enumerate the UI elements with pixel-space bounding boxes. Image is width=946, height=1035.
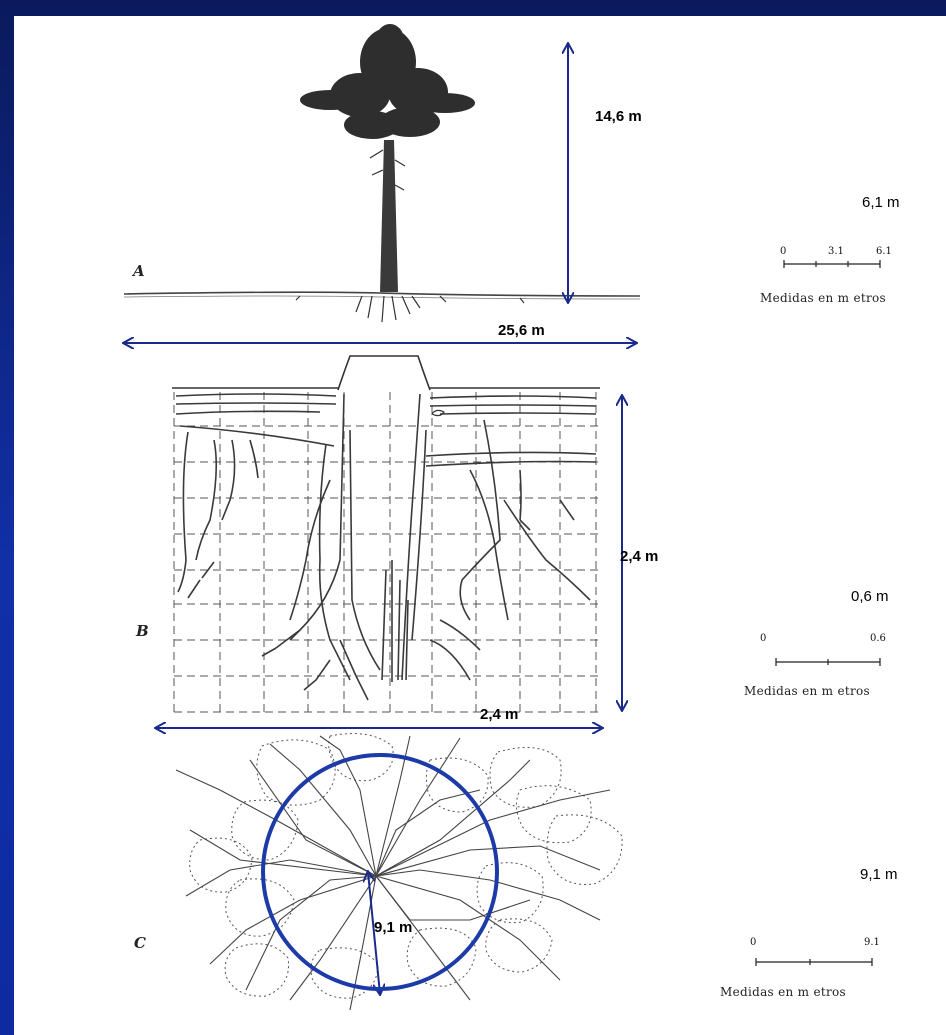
- scale-caption-2: Medidas en m etros: [744, 684, 870, 698]
- root-depth-label: 2,4 m: [620, 548, 658, 565]
- measurement-grid: [174, 392, 600, 712]
- scale-3-tick-1: 9.1: [864, 937, 880, 948]
- scale-1-tick-1: 3.1: [828, 246, 844, 257]
- scale-bar-1: [784, 260, 880, 268]
- scale-bar-2: [776, 658, 880, 666]
- panel-label-c: C: [134, 934, 146, 952]
- scale-1-tick-2: 6.1: [876, 246, 892, 257]
- root-plan-view: [176, 734, 622, 1010]
- scale-value-2: 0,6 m: [851, 588, 889, 605]
- roots: [176, 394, 596, 700]
- scale-value-3: 9,1 m: [860, 866, 898, 883]
- scale-2-tick-0: 0: [760, 633, 766, 644]
- scale-3-tick-0: 0: [750, 937, 756, 948]
- root-spread-label: 25,6 m: [498, 322, 545, 339]
- root-zone-circle: [263, 755, 497, 989]
- root-cross-section: [172, 356, 600, 712]
- scale-value-1: 6,1 m: [862, 194, 900, 211]
- panel-label-b: B: [136, 622, 149, 640]
- dimension-arrows: [124, 44, 636, 994]
- scale-2-tick-1: 0.6: [870, 633, 886, 644]
- panel-label-a: A: [133, 262, 145, 280]
- scale-bar-3: [756, 958, 872, 966]
- root-radius-label: 9,1 m: [374, 919, 412, 936]
- plan-roots: [176, 736, 610, 1010]
- scale-bars: [756, 260, 880, 966]
- scale-caption-1: Medidas en m etros: [760, 291, 886, 305]
- tree-crown: [300, 24, 475, 139]
- tree-height-label: 14,6 m: [595, 108, 642, 125]
- scale-1-tick-0: 0: [780, 246, 786, 257]
- tree-illustration: [124, 24, 640, 322]
- scale-caption-3: Medidas en m etros: [720, 985, 846, 999]
- grid-width-label: 2,4 m: [480, 706, 518, 723]
